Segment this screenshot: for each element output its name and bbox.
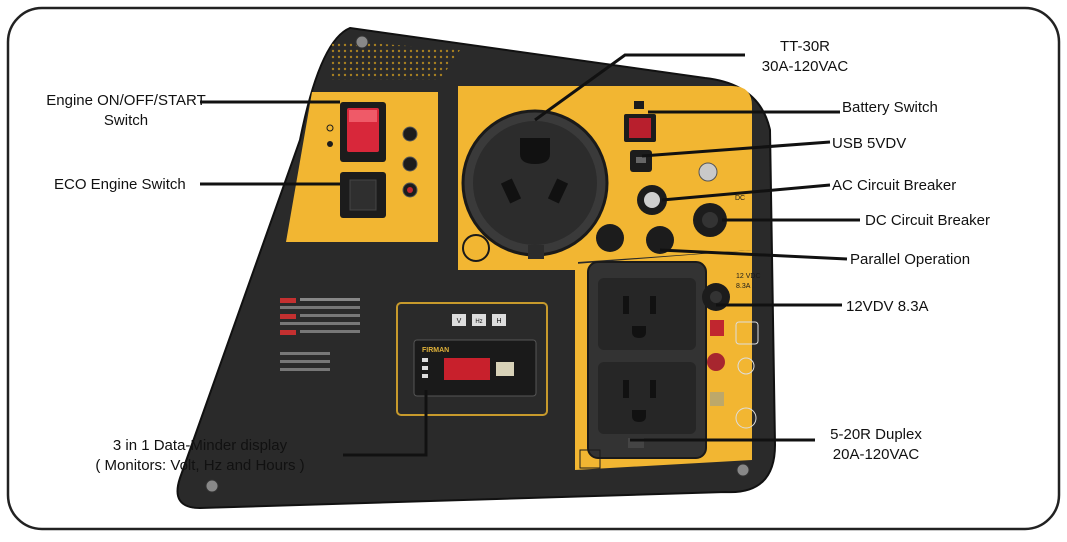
dm-hours-label: H: [496, 318, 501, 325]
duplex-slot: [623, 380, 629, 398]
label-dc12v-line1: 12VDV 8.3A: [846, 298, 929, 315]
dm-indicator: [422, 374, 428, 378]
leader-data-minder: [343, 390, 428, 457]
switch-marking: [326, 124, 334, 132]
tt30r-ground-slot: [520, 138, 550, 164]
usb-port-slot: [636, 157, 646, 163]
label-data-minder: 3 in 1 Data-Minder display ( Monitors: V…: [60, 436, 340, 476]
label-data-minder-line2: ( Monitors: Volt, Hz and Hours ): [95, 457, 305, 474]
label-tt30r: TT-30R 30A-120VAC: [750, 37, 860, 77]
light-symbol-icon: [737, 357, 755, 375]
label-duplex-line2: 20A-120VAC: [832, 446, 920, 463]
label-engine-switch: Engine ON/OFF/START Switch: [38, 91, 214, 131]
label-engine-switch-line1: Engine ON/OFF/START: [46, 92, 206, 109]
red-knob-icon: [707, 353, 725, 371]
dc12v-outlet-center: [710, 291, 722, 303]
duplex-latch: [628, 438, 644, 448]
label-ac-breaker-line1: AC Circuit Breaker: [832, 177, 957, 194]
tt30r-symbol-icon: [462, 234, 490, 262]
duplex-slot: [623, 296, 629, 314]
volt-button-icon: [452, 314, 466, 326]
indicator-light: [402, 126, 418, 142]
duplex-ground: [632, 326, 646, 338]
dc12v-side-amp: 8.3A: [736, 283, 751, 290]
mount-hole: [355, 35, 369, 49]
label-engine-switch-line2: Switch: [103, 112, 149, 129]
switch-marking: [327, 141, 333, 147]
leader-lines: [200, 53, 860, 457]
label-parallel: Parallel Operation: [850, 250, 970, 270]
duplex-symbol-icon: [579, 449, 601, 469]
data-minder-button-icon: [496, 362, 514, 376]
dm-hz-label: Hz: [475, 319, 482, 325]
tt30r-outlet-face: [473, 121, 597, 245]
label-eco-switch: ECO Engine Switch: [54, 175, 186, 195]
label-tt30r-line1: TT-30R: [779, 38, 830, 55]
duplex-ground: [632, 410, 646, 422]
label-dc12v: 12VDV 8.3A: [846, 297, 929, 317]
dot-texture: [330, 40, 460, 80]
label-usb-line1: USB 5VDV: [832, 135, 907, 152]
dm-indicator: [422, 358, 428, 362]
duplex-outlet-bottom: [598, 362, 696, 434]
tt30r-latch: [528, 245, 544, 259]
label-battery-switch: Battery Switch: [842, 98, 938, 118]
ground-terminal-icon: [710, 392, 724, 406]
leader-ac-breaker: [661, 183, 831, 202]
label-parallel-line1: Parallel Operation: [850, 251, 971, 268]
duplex-slot: [650, 296, 656, 314]
usb-cap-icon: [698, 162, 718, 182]
hz-button-icon: [472, 314, 486, 326]
label-dc-breaker: DC Circuit Breaker: [865, 211, 990, 231]
tt30r-slot: [500, 178, 522, 204]
parallel-terminal-icon: [646, 226, 674, 254]
label-duplex-line1: 5-20R Duplex: [830, 426, 922, 443]
label-duplex: 5-20R Duplex 20A-120VAC: [806, 425, 946, 465]
brand-logo: FIRMAN: [422, 347, 449, 354]
dc-breaker-center: [702, 212, 718, 228]
duplex-slot: [650, 380, 656, 398]
dm-volt-label: V: [457, 318, 462, 325]
leader-parallel: [659, 248, 848, 261]
label-usb: USB 5VDV: [832, 134, 906, 154]
parallel-terminal-icon: [596, 224, 624, 252]
duplex-outlet-top: [598, 278, 696, 350]
label-tt30r-line2: 30A-120VAC: [761, 58, 849, 75]
tt30r-slot: [547, 178, 569, 204]
data-minder-readout: [444, 358, 490, 380]
leader-tt30r: [534, 53, 745, 122]
mount-hole: [205, 479, 219, 493]
label-ac-breaker: AC Circuit Breaker: [832, 176, 956, 196]
ground-symbol-icon: [735, 407, 757, 429]
data-minder-frame: [396, 302, 548, 416]
indicator-light-red: [407, 187, 413, 193]
engine-switch-highlight: [349, 110, 377, 122]
hours-button-icon: [492, 314, 506, 326]
battery-switch-icon: [629, 118, 651, 138]
dc12v-side-label: 12 VDC: [736, 273, 761, 280]
usage-symbol-icon: [735, 321, 759, 345]
indicator-light: [402, 156, 418, 172]
label-dc-breaker-line1: DC Circuit Breaker: [865, 212, 991, 229]
label-data-minder-line1: 3 in 1 Data-Minder display: [112, 437, 288, 454]
left-yellow-zone: [286, 92, 438, 242]
mount-hole: [736, 463, 750, 477]
ac-breaker-icon: [644, 192, 660, 208]
battery-symbol-icon: [634, 101, 644, 109]
warning-decal: [280, 298, 360, 371]
reset-button-icon: [710, 320, 724, 336]
dc-side-label: DC: [735, 195, 745, 202]
dm-indicator: [422, 366, 428, 370]
label-battery-switch-line1: Battery Switch: [842, 99, 938, 116]
label-eco-switch-line1: ECO Engine Switch: [54, 176, 186, 193]
leader-usb: [641, 140, 831, 158]
outer-frame: [6, 6, 1061, 531]
eco-switch-rocker: [349, 179, 377, 211]
